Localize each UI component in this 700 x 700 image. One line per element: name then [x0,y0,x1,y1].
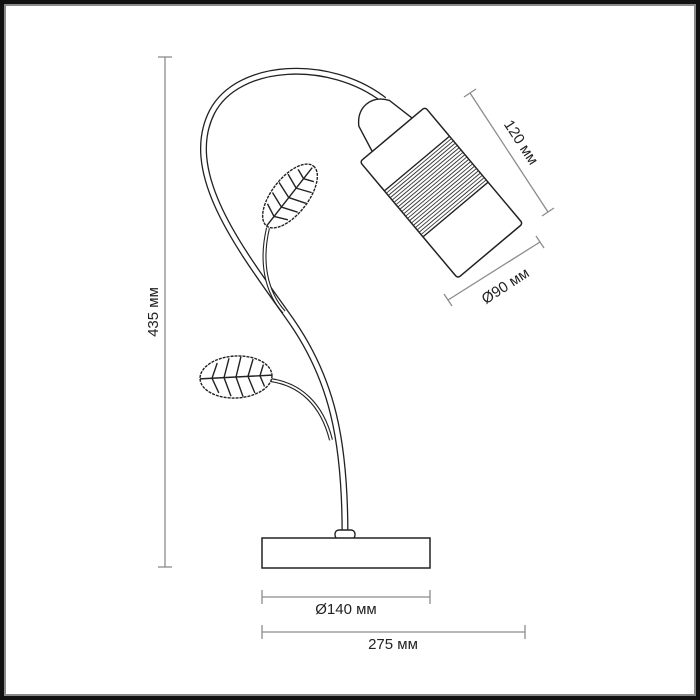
shade-diameter-dimension-line [447,241,541,301]
shade-height-dimension-tick [463,88,477,98]
shade-height-label: 120 мм [500,117,541,168]
shade-stripe [405,161,472,217]
shade-band-edge [383,135,450,192]
base-diameter-dimension: Ø140 мм [261,590,431,618]
shade-stripe [416,174,483,231]
shade-stripe [401,156,468,212]
shade-stripes [386,138,487,235]
lamp-base [261,529,431,569]
image-frame-inner [4,4,696,696]
shade-socket [357,98,413,152]
shade-stripe [403,158,470,215]
shade-stripe [413,170,479,226]
lower-leaf-stem-outline [269,378,333,441]
total-width-label: 275 мм [368,636,418,653]
height-label: 435 мм [145,287,162,337]
shade-stripe [389,142,456,199]
shade-height-dimension-tick [541,207,555,217]
upper-leaf-blade [261,163,319,229]
shade-stripe [387,140,454,196]
shade-stripe [395,149,462,206]
shade-diameter-dimension-tick [535,235,545,249]
shade-stripe [391,145,458,201]
stem-fill [201,69,386,535]
shade-band-edge [422,181,489,238]
shade-stripe [411,168,477,224]
upper-leaf-veins [266,169,315,221]
shade-stripe [418,177,485,233]
lower-leaf [199,355,333,441]
lamp-stem [199,67,387,535]
shade-stripe [407,163,473,219]
shade-stripe [386,138,452,194]
stem-outline [199,67,387,535]
height-dimension: 435 мм [145,56,172,568]
lamp-shade [357,98,523,278]
shade-diameter-label: Ø90 мм [479,265,533,308]
shade-diameter-dimension-tick [443,293,453,307]
shade-stripe [420,179,487,235]
lower-leaf-blade [199,355,273,399]
shade-stripe [399,154,466,210]
total-width-dimension: 275 мм [261,625,526,653]
shade-stripe [393,147,460,203]
base-diameter-label: Ø140 мм [315,601,377,618]
shade-stripe [414,172,481,229]
upper-leaf [261,163,319,314]
shade-stripe [397,151,464,208]
lower-leaf-stem-fill [269,379,332,441]
shade-height-dimension-line [469,92,549,213]
lower-leaf-veins [211,356,266,397]
shade-body [360,107,523,278]
shade-stripe [409,165,475,222]
base-plate [261,537,431,569]
upper-leaf-stem-fill [263,227,285,313]
